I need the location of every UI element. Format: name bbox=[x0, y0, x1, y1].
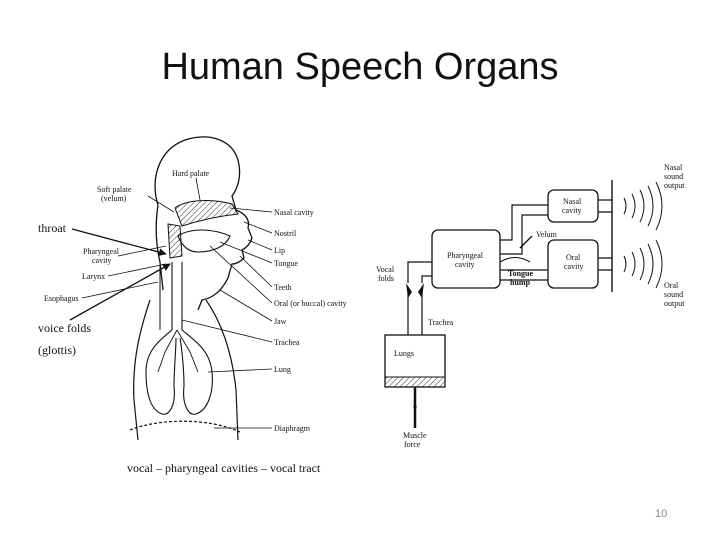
label-lip: Lip bbox=[274, 246, 285, 255]
label-diaphragm: Diaphragm bbox=[274, 424, 311, 433]
tube-to-oral bbox=[500, 269, 548, 281]
lung-right bbox=[179, 329, 213, 415]
bronchi bbox=[157, 329, 199, 373]
pharyngeal-box bbox=[431, 229, 501, 289]
pointer-nostril bbox=[243, 221, 273, 234]
label-soft-palate-1: Soft palate bbox=[97, 185, 132, 194]
diagram-caption: vocal – pharyngeal cavities – vocal trac… bbox=[127, 461, 321, 475]
pointer-jaw bbox=[219, 289, 273, 322]
pointer-lip bbox=[247, 239, 273, 251]
label-nasal-out-3: output bbox=[664, 181, 685, 190]
label-nostril: Nostril bbox=[274, 229, 297, 238]
lungs-piston bbox=[384, 376, 446, 388]
label-nasal-cavity: Nasal cavity bbox=[274, 208, 314, 217]
label-lungs: Lungs bbox=[394, 349, 414, 358]
slide-title: Human Speech Organs bbox=[161, 46, 559, 88]
label-nasal-out-2: sound bbox=[664, 172, 683, 181]
pointer-oral-cavity bbox=[209, 245, 273, 304]
label-velum: Velum bbox=[536, 230, 558, 239]
arrow-voice-folds bbox=[69, 263, 171, 321]
label-oral-out-3: output bbox=[664, 299, 685, 308]
oral-outlet bbox=[598, 257, 612, 271]
page-number: 10 bbox=[655, 508, 668, 520]
pointer-nasal-cavity bbox=[229, 207, 273, 213]
annotation-voice-folds: voice folds bbox=[38, 321, 91, 335]
label-tongue-hump-1: Tongue bbox=[508, 269, 534, 278]
label-pharyngeal-s1: Pharyngeal bbox=[447, 251, 484, 260]
lung-left bbox=[145, 329, 177, 415]
label-pharyngeal-2: cavity bbox=[92, 256, 112, 265]
neck-back bbox=[155, 204, 164, 291]
velum bbox=[519, 235, 533, 249]
label-nasal-out-1: Nasal bbox=[664, 163, 683, 172]
oral-cavity-box bbox=[547, 239, 599, 289]
pointer-lung bbox=[207, 368, 273, 373]
pointer-larynx bbox=[107, 263, 167, 277]
nasal-cavity-box bbox=[547, 189, 599, 223]
annotation-glottis: (glottis) bbox=[38, 343, 76, 357]
pointer-teeth bbox=[239, 255, 273, 288]
label-jaw: Jaw bbox=[274, 317, 287, 326]
nasal-sound-waves bbox=[623, 181, 663, 231]
label-oral-s1: Oral bbox=[566, 253, 581, 262]
label-muscle-2: force bbox=[404, 440, 421, 449]
label-esophagus: Esophagus bbox=[44, 294, 79, 303]
label-trachea-schematic: Trachea bbox=[428, 318, 454, 327]
trachea-tube-schematic bbox=[407, 292, 423, 335]
label-oral-cavity: Oral (or buccal) cavity bbox=[274, 299, 347, 308]
label-soft-palate-2: (velum) bbox=[101, 194, 127, 203]
schematic-diagram: Lungs Muscle force Trachea Vocal folds P… bbox=[376, 163, 685, 449]
pointer-trachea bbox=[181, 319, 273, 343]
label-lung: Lung bbox=[274, 365, 291, 374]
pointer-hard-palate bbox=[195, 177, 201, 201]
label-pharyngeal-1: Pharyngeal bbox=[83, 247, 120, 256]
pharynx bbox=[167, 223, 183, 259]
arrow-throat bbox=[71, 228, 167, 256]
diaphragm bbox=[129, 420, 241, 433]
label-nasal-s1: Nasal bbox=[563, 197, 582, 206]
tube-to-nasal bbox=[500, 204, 548, 255]
tube-to-pharynx bbox=[407, 261, 432, 283]
label-oral-out-1: Oral bbox=[664, 281, 679, 290]
oral-sound-waves bbox=[623, 239, 663, 289]
label-oral-s2: cavity bbox=[564, 262, 584, 271]
anatomy-diagram: Soft palate (velum) Hard palate Pharynge… bbox=[38, 136, 347, 475]
nasal-cavity bbox=[174, 200, 239, 227]
pointer-pharyngeal bbox=[117, 245, 167, 257]
label-nasal-s2: cavity bbox=[562, 206, 582, 215]
label-larynx: Larynx bbox=[82, 272, 105, 281]
body-outline bbox=[133, 299, 239, 441]
label-tongue-hump-2: hump bbox=[510, 278, 531, 287]
nasal-outlet bbox=[598, 199, 612, 213]
pointer-soft-palate bbox=[147, 195, 175, 213]
vocal-folds bbox=[406, 283, 424, 298]
label-hard-palate: Hard palate bbox=[172, 169, 210, 178]
pointer-esophagus bbox=[81, 281, 159, 299]
annotation-throat: throat bbox=[38, 221, 67, 235]
label-oral-out-2: sound bbox=[664, 290, 683, 299]
label-muscle-1: Muscle bbox=[403, 431, 427, 440]
label-trachea: Trachea bbox=[274, 338, 300, 347]
trachea-tube bbox=[171, 262, 183, 330]
label-pharyngeal-s2: cavity bbox=[455, 260, 475, 269]
label-vocal-1: Vocal bbox=[376, 265, 395, 274]
pointer-tongue bbox=[219, 241, 273, 264]
tongue bbox=[177, 229, 231, 253]
label-vocal-2: folds bbox=[378, 274, 394, 283]
tongue-hump bbox=[499, 256, 531, 263]
label-teeth: Teeth bbox=[274, 283, 292, 292]
label-tongue: Tongue bbox=[274, 259, 298, 268]
head-outline bbox=[154, 136, 253, 311]
